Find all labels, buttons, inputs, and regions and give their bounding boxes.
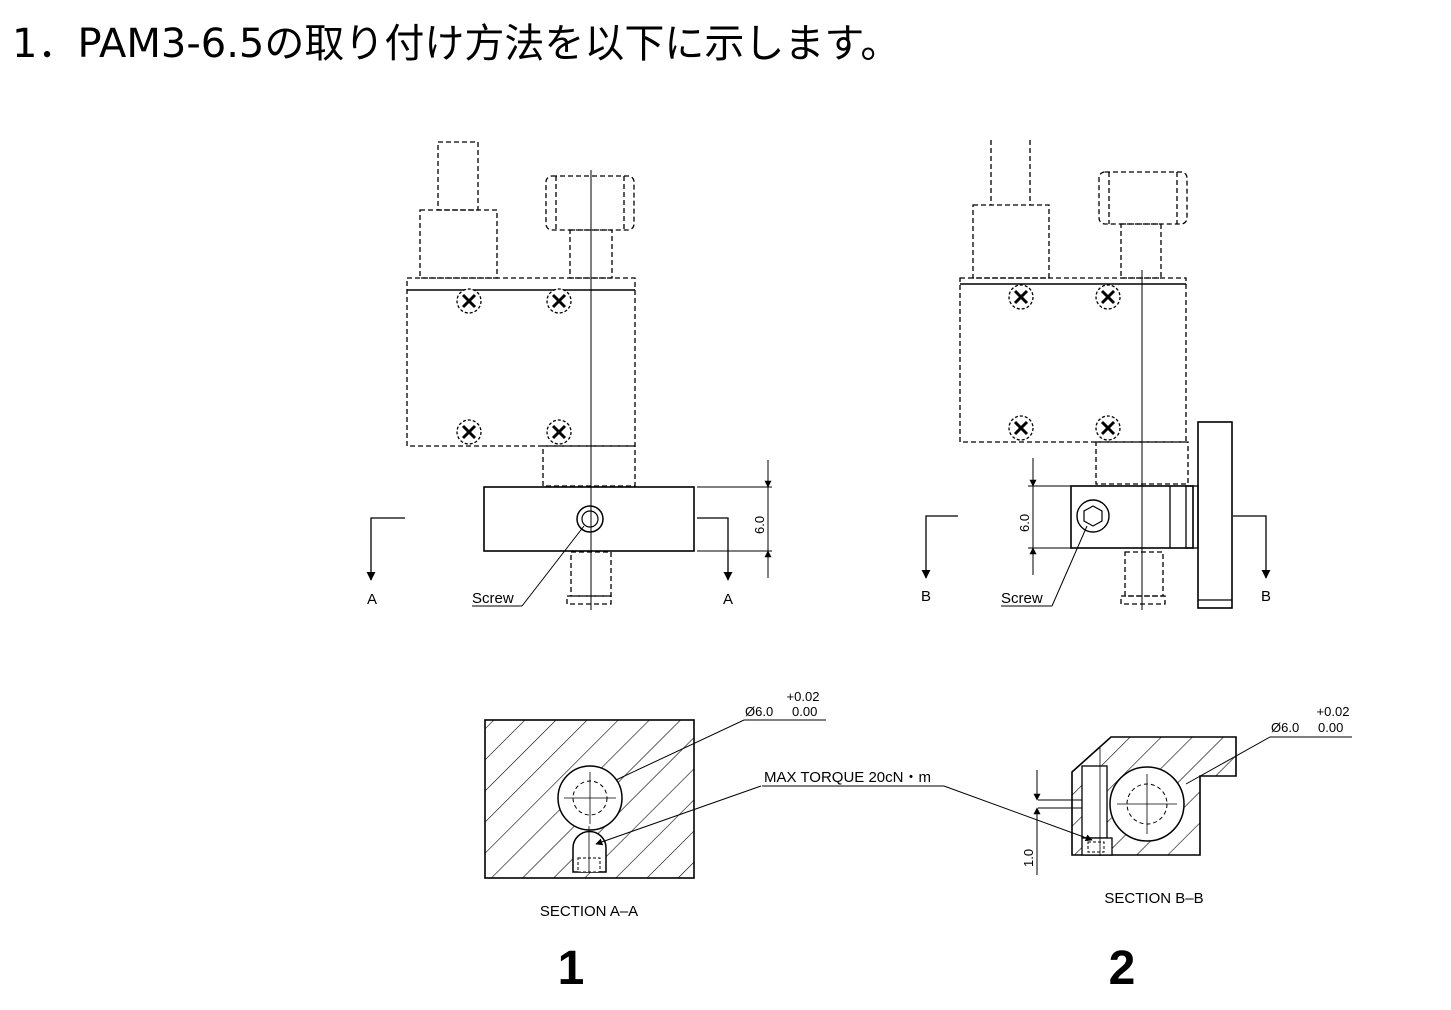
section-b-tolerance-lower: 0.00 <box>1318 720 1343 735</box>
section-a-caption: SECTION A–A <box>540 903 638 920</box>
screw-label-1: Screw <box>472 590 514 607</box>
torque-note: MAX TORQUE 20cN・m <box>764 769 931 786</box>
section-marker-a-right: A <box>723 591 733 608</box>
section-a-a <box>484 719 826 879</box>
view-1-front <box>366 141 772 610</box>
section-marker-b-left: B <box>921 588 931 605</box>
figure-number-2: 2 <box>1109 942 1136 995</box>
section-marker-b-right: B <box>1261 588 1271 605</box>
section-b-b <box>943 736 1352 875</box>
section-a-tolerance-lower: 0.00 <box>792 704 817 719</box>
section-b-dimension: 1.0 <box>1021 849 1036 867</box>
section-a-diameter: Ø6.0 <box>745 704 773 719</box>
section-marker-a-left: A <box>367 591 377 608</box>
view-2-front <box>921 140 1271 610</box>
section-a-tolerance-upper: +0.02 <box>787 689 820 704</box>
dimension-label-1: 6.0 <box>752 516 767 534</box>
page-heading: 1．PAM3-6.5の取り付け方法を以下に示します。 <box>12 21 901 67</box>
figure-number-1: 1 <box>558 942 585 995</box>
section-b-diameter: Ø6.0 <box>1271 720 1299 735</box>
section-b-caption: SECTION B–B <box>1104 890 1203 907</box>
screw-label-2: Screw <box>1001 590 1043 607</box>
dimension-label-2: 6.0 <box>1017 514 1032 532</box>
section-b-tolerance-upper: +0.02 <box>1317 704 1350 719</box>
